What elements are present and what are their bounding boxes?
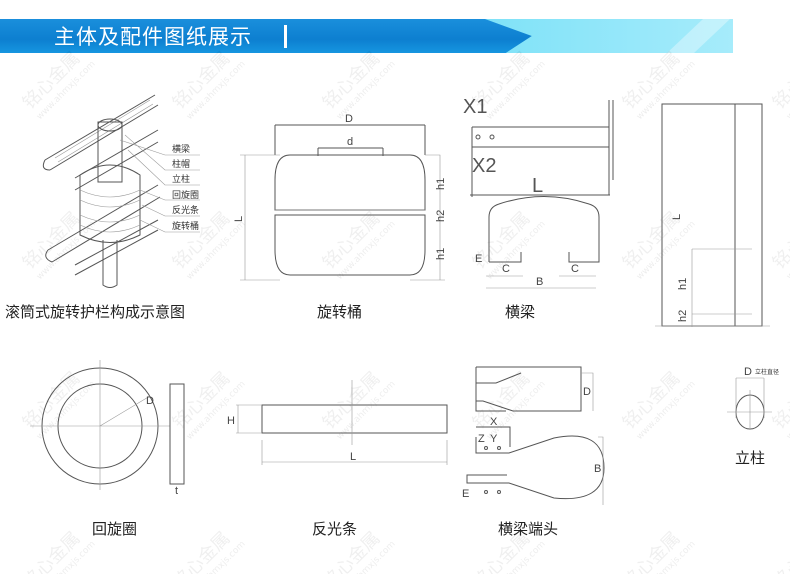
dim-D: D xyxy=(744,366,752,378)
dim-E: E xyxy=(475,253,482,265)
dim-h1-lower: h1 xyxy=(435,248,447,260)
dim-note: 立柱直径 xyxy=(755,368,779,376)
post-side-drawing: L h1 h2 xyxy=(655,103,770,327)
dim-L: L xyxy=(350,451,356,463)
dim-d: d xyxy=(347,136,353,148)
part-label-post: 立柱 xyxy=(172,173,190,185)
barrel-drawing: D d h1 h2 h1 L 旋转桶 xyxy=(233,113,447,321)
assembly-diagram: 横梁 柱帽 立柱 回旋圈 反光条 旋转桶 滚筒式旋转护栏构成示意图 xyxy=(5,94,200,321)
dim-h1: h1 xyxy=(435,178,447,190)
dim-h1: h1 xyxy=(677,278,689,290)
svg-text:铭心金属: 铭心金属 xyxy=(769,208,790,274)
svg-text:铭心金属: 铭心金属 xyxy=(769,528,790,574)
post-drawing: D 立柱直径 立柱 xyxy=(727,366,779,467)
caption-ring: 回旋圈 xyxy=(92,520,137,538)
svg-text:铭心金属: 铭心金属 xyxy=(769,368,790,434)
dim-D: D xyxy=(345,113,353,125)
caption-post: 立柱 xyxy=(735,449,765,467)
caption-barrel: 旋转桶 xyxy=(317,303,362,321)
svg-text:铭心金属: 铭心金属 xyxy=(769,48,790,114)
dim-h2: h2 xyxy=(677,310,689,322)
dim-X: X xyxy=(490,416,498,428)
dim-H: H xyxy=(227,415,235,427)
dim-D: D xyxy=(583,386,591,398)
dim-L: L xyxy=(671,214,683,220)
caption-beam-end: 横梁端头 xyxy=(498,520,558,538)
dim-L: L xyxy=(233,216,245,222)
ring-drawing: D t 回旋圈 xyxy=(30,360,185,538)
dim-B: B xyxy=(536,276,543,288)
reflector-drawing: H L 反光条 xyxy=(227,380,448,538)
part-label-ring: 回旋圈 xyxy=(172,189,199,201)
caption-reflector: 反光条 xyxy=(312,520,357,538)
beam-drawing: X1 X2 L E C C B 横梁 xyxy=(463,96,614,321)
part-label-cap: 柱帽 xyxy=(172,158,190,170)
title-divider xyxy=(284,25,287,48)
dim-E: E xyxy=(462,488,469,500)
dim-L: L xyxy=(532,175,543,197)
dim-D: D xyxy=(146,395,154,407)
dim-X1: X1 xyxy=(463,96,487,118)
section-banner: 主体及配件图纸展示 xyxy=(0,19,733,53)
beam-end-drawing: D X Z Y B E 横梁端头 xyxy=(462,366,605,538)
caption-beam: 横梁 xyxy=(505,303,535,321)
dim-Z: Z xyxy=(478,433,485,445)
caption-assembly: 滚筒式旋转护栏构成示意图 xyxy=(5,303,185,321)
part-label-beam: 横梁 xyxy=(172,143,190,155)
dim-Y: Y xyxy=(490,433,498,445)
part-label-barrel: 旋转桶 xyxy=(172,220,199,232)
dim-C-left: C xyxy=(502,263,510,275)
section-title: 主体及配件图纸展示 xyxy=(54,25,252,49)
dim-B: B xyxy=(594,463,601,475)
dim-h2: h2 xyxy=(435,210,447,222)
dim-t: t xyxy=(175,485,178,497)
part-label-reflector: 反光条 xyxy=(172,204,199,216)
dim-C-right: C xyxy=(571,263,579,275)
dim-X2: X2 xyxy=(472,155,496,177)
